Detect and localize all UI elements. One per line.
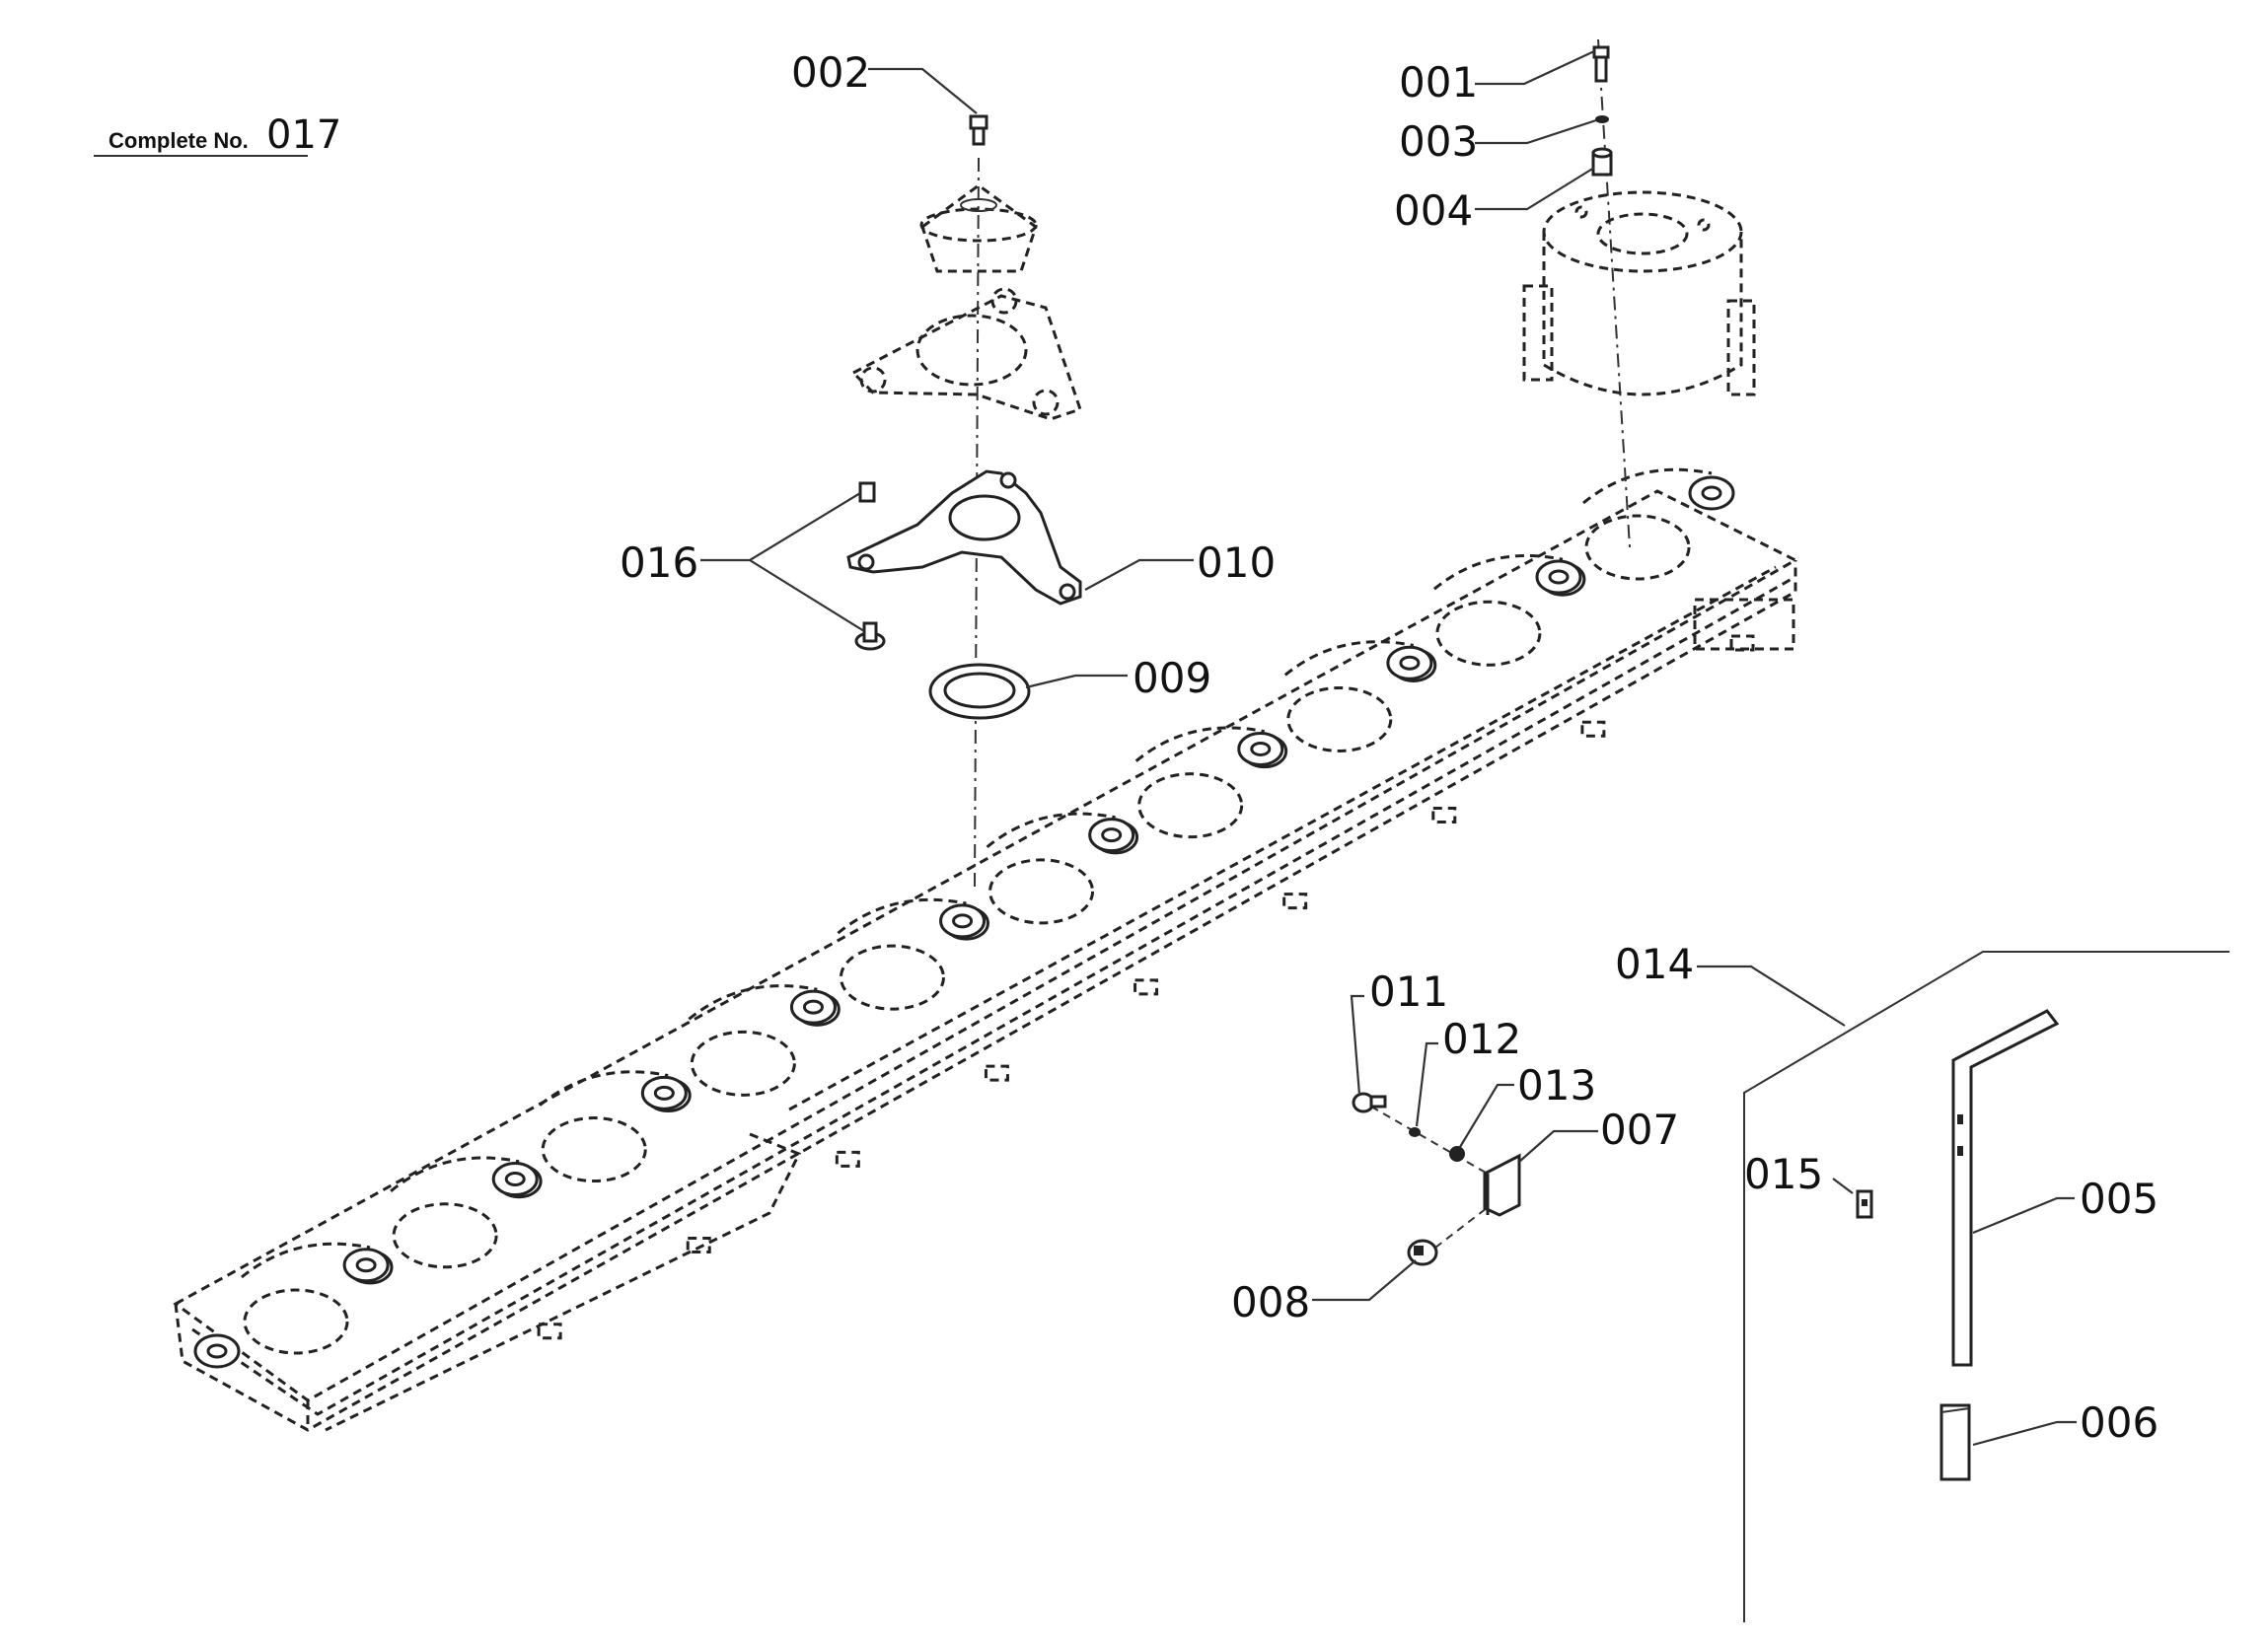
bearing-core — [504, 1172, 526, 1187]
bearing-core — [1399, 655, 1421, 671]
bearing-mounts — [193, 475, 1735, 1369]
rear-lug — [390, 1156, 520, 1192]
washer-012 — [1409, 1127, 1421, 1137]
disc-hole — [1435, 600, 1542, 667]
under-lug — [984, 1064, 1009, 1082]
washer-009 — [928, 663, 1031, 720]
drum — [1522, 190, 1756, 396]
under-lug — [835, 1150, 860, 1168]
bar-rear-lugs — [241, 467, 1713, 1279]
label-009: 009 — [1133, 654, 1211, 702]
label-016: 016 — [620, 538, 698, 587]
rubber-006 — [1939, 1403, 1971, 1481]
under-lug — [1282, 893, 1308, 910]
washer-003 — [1595, 115, 1609, 123]
rear-lug — [837, 897, 967, 935]
bearing-core — [206, 1343, 228, 1359]
clip-007 — [1483, 1153, 1521, 1217]
cutter-bar — [173, 467, 1799, 1432]
screw-011 — [1352, 1092, 1387, 1113]
disc-hole — [1286, 685, 1393, 752]
disc-hole — [392, 1202, 498, 1269]
nut-008 — [1407, 1239, 1438, 1266]
bearing-core — [952, 913, 974, 929]
disc-hole — [541, 1116, 647, 1183]
label-007: 007 — [1600, 1106, 1679, 1154]
bearing-core — [1548, 569, 1570, 585]
disc-hole — [1584, 514, 1691, 581]
bearing-core — [1250, 741, 1272, 756]
rear-lug — [986, 812, 1116, 849]
lever-005 — [1951, 1009, 2060, 1367]
label-011: 011 — [1369, 967, 1448, 1016]
rear-lug — [1283, 640, 1415, 677]
bracket-010 — [846, 469, 1082, 606]
underside-lugs — [537, 634, 1755, 1340]
assembly-014 — [1743, 951, 2230, 1622]
under-lug — [537, 1323, 562, 1340]
label-003: 003 — [1399, 117, 1478, 166]
label-013: 013 — [1517, 1061, 1596, 1109]
label-006: 006 — [2080, 1398, 2158, 1447]
right-stack — [1522, 38, 1756, 548]
rear-lug — [1134, 726, 1265, 762]
left-stack — [846, 114, 1082, 889]
label-008: 008 — [1231, 1278, 1310, 1326]
nut-013 — [1449, 1146, 1465, 1162]
rear-lug — [241, 1242, 371, 1279]
part-labels: 002 001 003 004 016 010 009 014 011 012 … — [620, 48, 2158, 1447]
label-002: 002 — [791, 48, 870, 97]
label-012: 012 — [1442, 1015, 1521, 1063]
rear-lug — [539, 1070, 669, 1107]
disc-hole — [1137, 772, 1244, 839]
under-lug — [1431, 806, 1457, 823]
label-005: 005 — [2080, 1175, 2158, 1223]
label-015: 015 — [1744, 1150, 1823, 1198]
pin-016 — [854, 621, 886, 651]
bearing-core — [802, 999, 824, 1015]
label-010: 010 — [1197, 538, 1276, 587]
disc-hole — [988, 858, 1095, 925]
leader-lines — [700, 50, 2077, 1447]
label-014: 014 — [1615, 940, 1694, 988]
bearing-core — [1701, 485, 1722, 501]
bearing-core — [653, 1085, 675, 1101]
complete-label-number: 017 — [266, 112, 341, 158]
plate-015 — [1856, 1189, 1873, 1219]
hub-cap — [919, 183, 1038, 273]
disc-hole — [690, 1030, 796, 1097]
complete-number-label: Complete No. 017 — [94, 112, 341, 158]
triangular-hub — [850, 287, 1082, 421]
bearing-core — [355, 1257, 377, 1273]
disc-mount-holes — [243, 514, 1691, 1355]
under-lug — [1580, 720, 1606, 738]
bolt-002 — [969, 114, 988, 146]
disc-hole — [839, 944, 945, 1011]
under-lug — [686, 1237, 711, 1254]
disc-hole — [243, 1288, 349, 1355]
rear-lug — [1432, 553, 1564, 591]
label-004: 004 — [1394, 186, 1473, 235]
nut-004 — [1591, 147, 1613, 177]
complete-label-prefix: Complete No. — [109, 128, 249, 153]
under-lug — [1134, 978, 1159, 996]
label-001: 001 — [1399, 58, 1478, 107]
bolt-001 — [1592, 45, 1610, 83]
middle-parts — [1352, 1092, 1521, 1266]
bearing-core — [1101, 827, 1123, 843]
rear-lug — [688, 984, 818, 1021]
rear-lug — [1582, 467, 1713, 505]
nut-016 — [858, 481, 876, 503]
